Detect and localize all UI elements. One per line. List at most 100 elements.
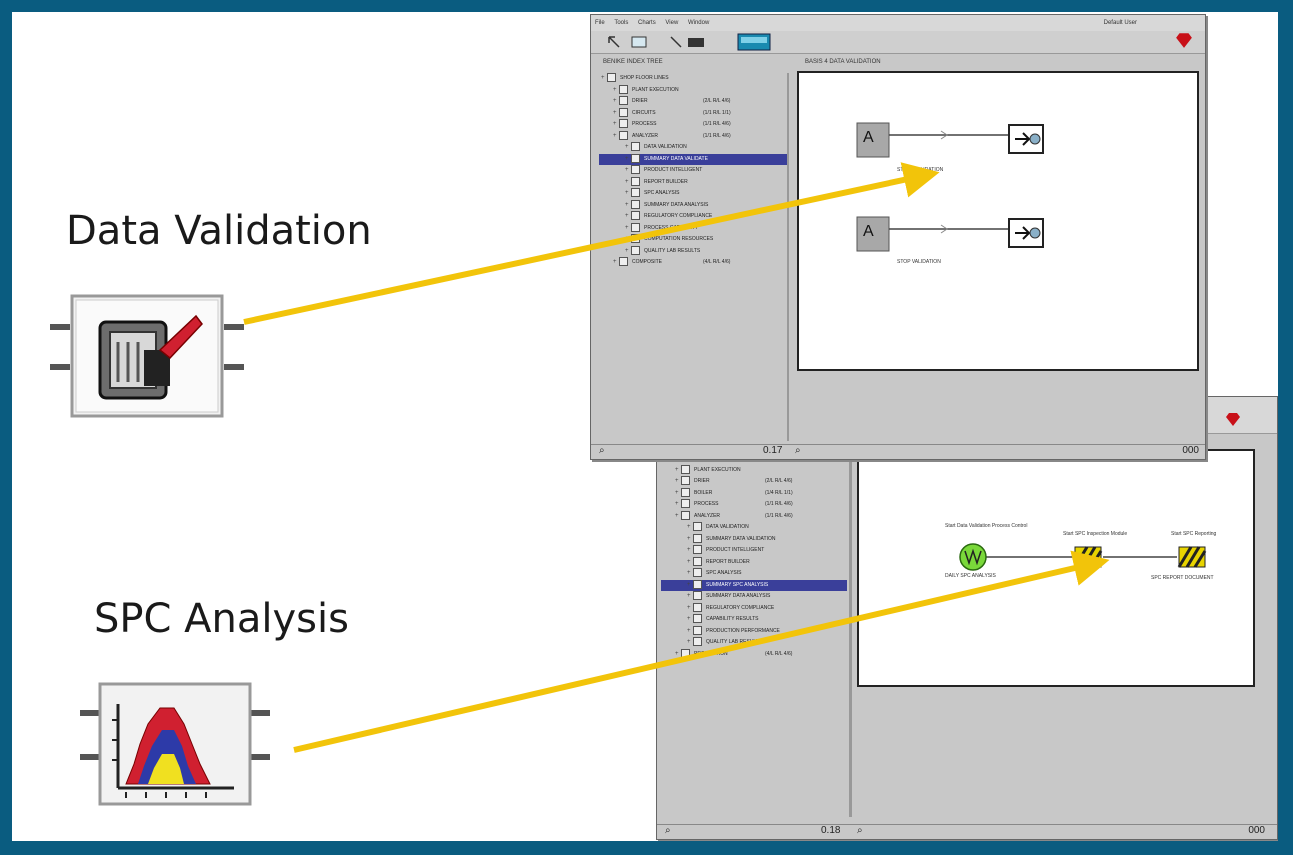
tree-row[interactable]: +DRIER(2/L R/L 4/6): [661, 476, 847, 488]
monitor-tool-icon[interactable]: [737, 33, 771, 51]
tree-row[interactable]: +SPC ANALYSIS: [599, 188, 787, 200]
camera-tool-icon[interactable]: [687, 35, 705, 49]
tree-row[interactable]: +PROCESS(1/1 R/L 4/6): [661, 499, 847, 511]
window-tool-icon[interactable]: [631, 35, 647, 49]
alert-icon[interactable]: [1225, 411, 1241, 427]
data-validation-icon[interactable]: [48, 292, 248, 422]
expand-icon[interactable]: +: [601, 75, 605, 81]
tree-node-icon: [693, 556, 702, 566]
tree-row[interactable]: +PRODUCTION PERFORMANCE: [661, 625, 847, 638]
tree-row[interactable]: +SUMMARY DATA VALIDATE: [599, 153, 787, 165]
connect-tool-icon[interactable]: [669, 35, 683, 49]
spc-analysis-icon[interactable]: [78, 680, 278, 810]
search-icon[interactable]: ⌕: [795, 445, 801, 456]
stop-validation-node[interactable]: [856, 216, 1044, 252]
tree-row[interactable]: +SUMMARY DATA ANALYSIS: [661, 591, 847, 603]
tree-node-icon: [681, 510, 690, 520]
tree-row[interactable]: +REPORT BUILDER: [661, 556, 847, 569]
tree-node-icon: [631, 153, 640, 163]
expand-icon[interactable]: +: [675, 501, 679, 507]
tree-row[interactable]: + PRODUCT INTELLIGENT: [661, 545, 847, 557]
spc-status-left: 0.18: [821, 825, 841, 836]
tree-row[interactable]: +DATA VALIDATION: [599, 142, 787, 154]
search-icon[interactable]: ⌕: [857, 825, 863, 836]
tree-row[interactable]: +DATA VALIDATION: [661, 522, 847, 534]
expand-icon[interactable]: +: [675, 512, 679, 519]
tree-row-label: DRIER: [694, 478, 710, 484]
spc-node-3-icon[interactable]: [1177, 546, 1207, 568]
expand-icon[interactable]: +: [687, 524, 691, 530]
spc-node-1-icon[interactable]: [959, 543, 987, 571]
start-validation-node[interactable]: [856, 122, 1044, 158]
tree-row[interactable]: +SUMMARY SPC ANALYSIS: [661, 579, 847, 591]
tree-row[interactable]: +SHOP FLOOR LINES: [599, 73, 787, 85]
tree-row[interactable]: + PLANT EXECUTION: [599, 84, 787, 97]
expand-icon[interactable]: +: [625, 167, 629, 173]
expand-icon[interactable]: +: [613, 132, 617, 139]
expand-icon[interactable]: +: [675, 478, 679, 484]
spc-node-1-top-caption: Start Data Validation Process Control: [945, 523, 1028, 529]
tree-node-icon: [693, 579, 702, 589]
menu-charts[interactable]: Charts: [638, 20, 656, 26]
tree-node-icon: [681, 487, 690, 497]
expand-icon[interactable]: +: [687, 547, 691, 553]
menu-file[interactable]: File: [595, 20, 605, 26]
expand-icon[interactable]: +: [625, 155, 629, 162]
tree-row[interactable]: +SPC ANALYSIS: [661, 568, 847, 580]
tree-node-icon: [693, 533, 702, 543]
tree-row[interactable]: +PLANT EXECUTION: [661, 464, 847, 477]
expand-icon[interactable]: +: [687, 535, 691, 542]
tree-row[interactable]: +PROCESS CAPABILITY: [599, 222, 787, 235]
tree-node-icon: [619, 107, 628, 117]
tree-row-label: QUALITY LAB RESULTS: [706, 639, 763, 645]
expand-icon[interactable]: +: [675, 466, 679, 473]
tree-node-icon: [619, 257, 628, 267]
tree-row[interactable]: +PRODUCTION(4/L R/L 4/6): [661, 648, 847, 661]
menu-view[interactable]: View: [665, 20, 679, 26]
expand-icon[interactable]: +: [675, 489, 679, 496]
tree-row[interactable]: +COMPOSITE(4/L R/L 4/6): [599, 257, 787, 269]
menu-tools[interactable]: Tools: [614, 20, 629, 26]
tree-row[interactable]: +DRIER(2/L R/L 4/6): [599, 96, 787, 108]
tree-row[interactable]: +COMPUTATION RESOURCES: [599, 234, 787, 246]
tree-row-label: PROCESS: [632, 121, 657, 127]
expand-icon[interactable]: +: [613, 86, 617, 93]
tree-row[interactable]: +REGULATORY COMPLIANCE: [599, 211, 787, 223]
data-validation-window: File Tools Charts View Window Default Us…: [590, 14, 1206, 460]
pointer-tool-icon[interactable]: [607, 35, 621, 49]
tree-node-icon: [681, 648, 690, 658]
tree-rows: +SHOP FLOOR LINES+PLANT EXECUTION+DRIER(…: [599, 73, 787, 269]
alert-icon[interactable]: [1175, 31, 1193, 49]
tree-row[interactable]: +PROCESS(1/1 R/L 4/6): [599, 119, 787, 131]
tree-row[interactable]: +QUALITY LAB RESULTS: [599, 245, 787, 258]
spc-node-1-bottom-caption: DAILY SPC ANALYSIS: [945, 573, 996, 579]
tree-row[interactable]: +PRODUCT INTELLIGENT: [599, 165, 787, 177]
tree-row[interactable]: +CAPABILITY RESULTS: [661, 614, 847, 626]
tree-row[interactable]: +REGULATORY COMPLIANCE: [661, 602, 847, 615]
tree-row-label: SUMMARY DATA ANALYSIS: [644, 201, 709, 208]
tree-row-label: REPORT BUILDER: [644, 178, 688, 185]
expand-icon[interactable]: +: [613, 109, 617, 116]
spc-node-2-icon[interactable]: [1073, 546, 1103, 568]
tree-row[interactable]: +SUMMARY DATA VALIDATION: [661, 533, 847, 546]
diagram-canvas: Data Validation SPC Analysis: [12, 12, 1278, 841]
tree-row[interactable]: +QUALITY LAB RESULTS: [661, 637, 847, 649]
expand-icon[interactable]: +: [625, 144, 629, 150]
menu-window[interactable]: Window: [687, 20, 710, 26]
tree-row-label: ANALYZER: [632, 132, 659, 139]
tree-row[interactable]: +ANALYZER(1/1 R/L 4/6): [661, 510, 847, 523]
tree-row[interactable]: +SUMMARY DATA ANALYSIS: [599, 199, 787, 212]
tree-row-label: PRODUCT INTELLIGENT: [706, 547, 765, 553]
expand-icon[interactable]: +: [613, 121, 617, 127]
tree-row[interactable]: + ANALYZER (1/1 R/L 4/6): [599, 130, 787, 143]
tree-row-label: PLANT EXECUTION: [632, 86, 679, 93]
expand-icon[interactable]: +: [613, 98, 617, 104]
search-icon[interactable]: ⌕: [599, 445, 605, 456]
tree-row-value: (1/1 R/L 4/6): [703, 132, 731, 139]
tree-row[interactable]: +BOILER(1/4 R/L 1/1): [661, 487, 847, 500]
tree-row[interactable]: +REPORT BUILDER: [599, 176, 787, 189]
tree-row[interactable]: +CIRCUITS(1/1 R/L 1/1): [599, 107, 787, 120]
tree-row-value: (1/1 R/L 4/6): [765, 501, 793, 507]
search-icon[interactable]: ⌕: [665, 825, 671, 836]
tree-node-icon: [693, 545, 702, 555]
